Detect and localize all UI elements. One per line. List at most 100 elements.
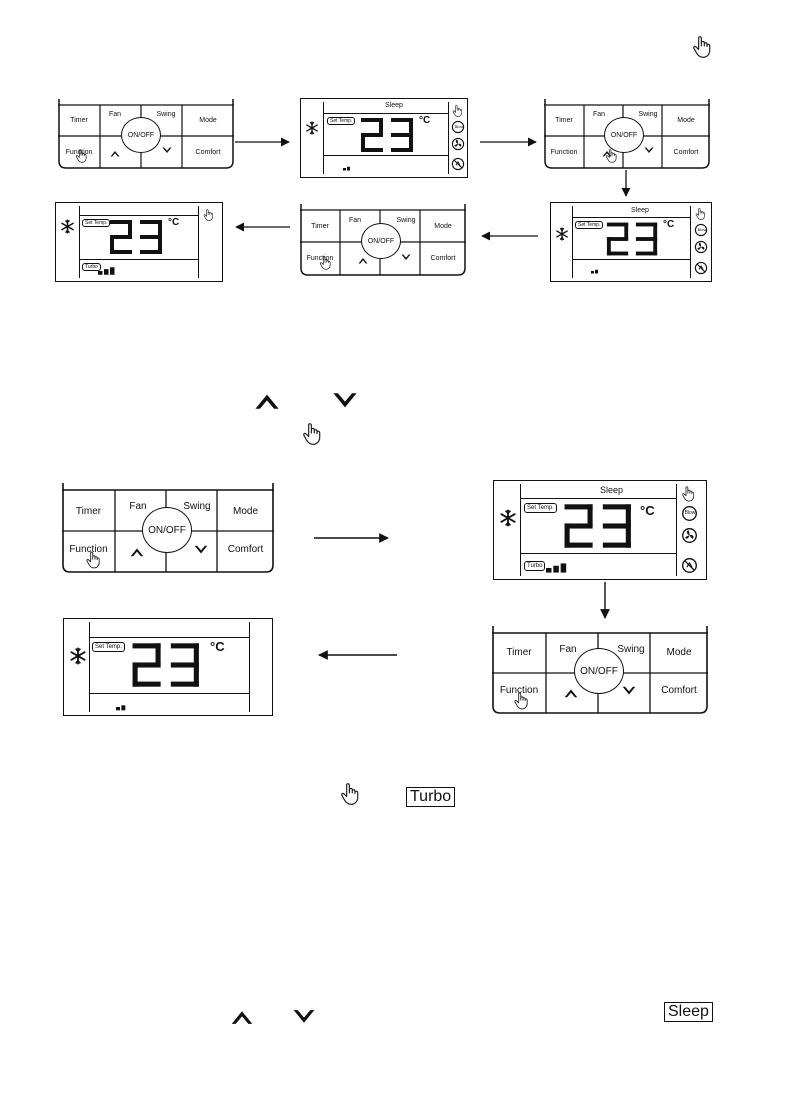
set-temp-tag: Set Temp.: [327, 117, 356, 125]
hand-pointer-icon: [690, 32, 716, 62]
fan-speed-bars-icon: [98, 267, 116, 275]
function-button[interactable]: Function: [306, 254, 334, 262]
chevron-up-icon: [254, 392, 280, 410]
comfort-button[interactable]: Comfort: [673, 148, 699, 156]
function-button[interactable]: Function: [69, 543, 108, 555]
snowflake-icon: [305, 121, 319, 135]
on-off-button[interactable]: ON/OFF: [121, 117, 161, 153]
turbo-tag: Turbo: [82, 263, 101, 271]
fan-speed-bars-icon: [546, 563, 568, 573]
fan-mode-icon: [681, 527, 698, 544]
swing-button[interactable]: Swing: [638, 110, 658, 118]
fan-button[interactable]: Fan: [348, 216, 362, 224]
keypad-panel: Timer Fan Swing Mode Function Comfort ON…: [300, 202, 466, 276]
hand-pointer-icon: [202, 207, 216, 223]
arrow-icon: [235, 137, 290, 147]
hand-pointer-icon: [318, 254, 334, 272]
arrow-icon: [600, 582, 610, 619]
timer-button[interactable]: Timer: [506, 646, 532, 658]
fan-button[interactable]: Fan: [592, 110, 606, 118]
fan-speed-bars-icon: [116, 703, 132, 711]
arrow-icon: [318, 650, 397, 660]
arrow-icon: [481, 231, 538, 241]
chevron-down-icon[interactable]: [194, 545, 208, 555]
timer-button[interactable]: Timer: [555, 116, 573, 124]
celsius-unit: °C: [640, 503, 655, 518]
chevron-down-icon: [292, 1009, 316, 1025]
chevron-down-icon[interactable]: [622, 686, 636, 696]
snowflake-icon: [69, 647, 87, 665]
chevron-up-icon[interactable]: [358, 257, 368, 264]
fan-mode-icon: [694, 240, 708, 254]
comfort-button[interactable]: Comfort: [227, 543, 264, 555]
set-temp-tag: Set Temp.: [92, 642, 125, 652]
keypad-panel: Timer Fan Swing Mode Function Comfort ON…: [62, 481, 274, 573]
display-screen: Sleep Set Temp. °C Blow: [300, 98, 468, 178]
hand-pointer-icon: [694, 207, 708, 221]
mode-button[interactable]: Mode: [434, 222, 452, 230]
temperature-digits: [132, 643, 199, 687]
mode-button[interactable]: Mode: [199, 116, 217, 124]
function-button[interactable]: Function: [499, 684, 539, 696]
arrow-icon: [235, 222, 290, 232]
celsius-unit: °C: [419, 115, 431, 126]
on-off-button[interactable]: ON/OFF: [604, 117, 644, 153]
on-off-button[interactable]: ON/OFF: [361, 223, 401, 259]
fan-button[interactable]: Fan: [108, 110, 122, 118]
chevron-down-icon[interactable]: [162, 147, 172, 154]
sleep-label: Sleep: [600, 485, 624, 495]
chevron-down-icon: [332, 392, 358, 410]
swing-button[interactable]: Swing: [183, 500, 211, 512]
celsius-unit: °C: [210, 639, 225, 654]
blow-icon-label: Blow: [697, 227, 707, 232]
mode-button[interactable]: Mode: [677, 116, 695, 124]
set-temp-tag: Set Temp.: [82, 219, 111, 227]
hand-pointer-icon: [74, 147, 90, 165]
timer-button[interactable]: Timer: [311, 222, 329, 230]
sleep-label: Sleep: [631, 207, 649, 214]
chevron-up-icon[interactable]: [110, 150, 120, 157]
on-off-button[interactable]: ON/OFF: [142, 507, 192, 553]
no-swing-icon: [451, 157, 465, 171]
temperature-digits: [606, 222, 658, 256]
no-swing-icon: [694, 261, 708, 275]
chevron-up-icon[interactable]: [564, 688, 578, 698]
keypad-panel: Timer Fan Swing Mode Function Comfort ON…: [544, 97, 710, 169]
mode-button[interactable]: Mode: [666, 646, 692, 658]
display-screen: Sleep Set Temp. °C Blow: [550, 202, 712, 282]
set-temp-tag: Set Temp.: [524, 503, 557, 513]
hand-pointer-icon: [680, 485, 698, 503]
swing-button[interactable]: Swing: [617, 643, 645, 655]
function-button[interactable]: Function: [550, 148, 578, 156]
celsius-unit: °C: [663, 219, 675, 230]
turbo-tag: Turbo: [524, 561, 546, 571]
sleep-label-box: Sleep: [664, 1002, 713, 1022]
swing-button[interactable]: Swing: [396, 216, 416, 224]
swing-button[interactable]: Swing: [156, 110, 176, 118]
fan-button[interactable]: Fan: [559, 643, 577, 655]
temperature-digits: [110, 220, 162, 254]
comfort-button[interactable]: Comfort: [195, 148, 221, 156]
celsius-unit: °C: [168, 217, 180, 228]
blow-icon-label: Blow: [684, 510, 696, 516]
chevron-up-icon[interactable]: [130, 547, 144, 557]
arrow-icon: [480, 137, 537, 147]
comfort-button[interactable]: Comfort: [430, 254, 456, 262]
blow-icon-label: Blow: [454, 124, 464, 129]
timer-button[interactable]: Timer: [75, 505, 102, 517]
mode-button[interactable]: Mode: [232, 505, 258, 517]
fan-button[interactable]: Fan: [129, 500, 147, 512]
comfort-button[interactable]: Comfort: [661, 684, 697, 696]
arrow-icon: [314, 533, 389, 543]
chevron-down-icon[interactable]: [644, 147, 654, 154]
on-off-button[interactable]: ON/OFF: [574, 648, 624, 694]
temperature-digits: [361, 118, 413, 152]
hand-pointer-icon: [512, 690, 532, 712]
snowflake-icon: [499, 509, 517, 527]
arrow-icon: [621, 170, 631, 197]
sleep-label: Sleep: [385, 102, 403, 109]
chevron-down-icon[interactable]: [401, 254, 411, 261]
hand-pointer-icon: [84, 549, 104, 571]
hand-pointer-icon: [451, 104, 465, 118]
timer-button[interactable]: Timer: [70, 116, 88, 124]
